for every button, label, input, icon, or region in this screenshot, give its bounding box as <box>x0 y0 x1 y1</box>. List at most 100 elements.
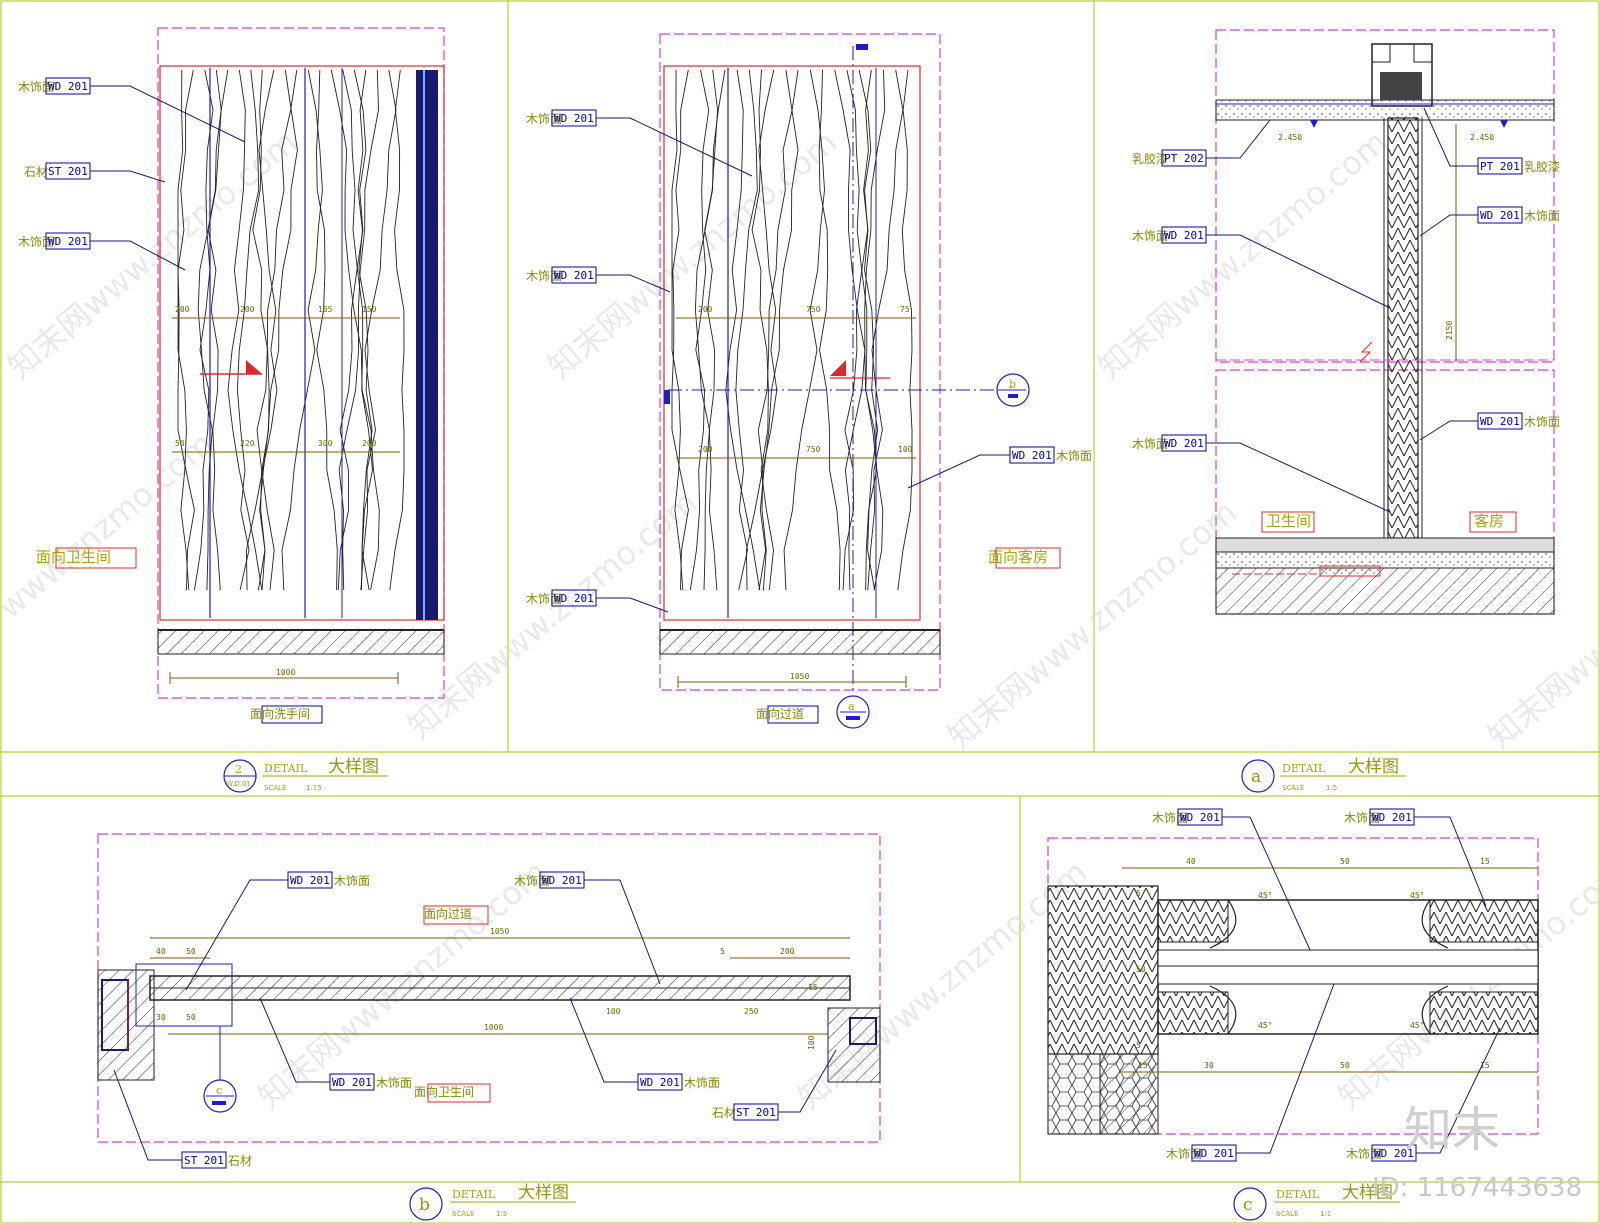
label-wd201: WD 201 木饰面 <box>185 871 370 991</box>
section-callout-b: b <box>996 373 1030 407</box>
svg-text:WD 201: WD 201 <box>1180 811 1220 824</box>
elevation-wash-panel: 200 200 165 150 50 220 300 200 1000 木饰面 … <box>18 27 445 724</box>
wood-grain-line <box>689 69 710 591</box>
wood-grain-line <box>694 69 726 591</box>
svg-text:1:1: 1:1 <box>1320 1210 1331 1218</box>
detail-c-panel: 40 50 15 15 30 50 15 5 50 5 45° 45° 45° … <box>1047 808 1539 1162</box>
svg-text:WD 201: WD 201 <box>48 235 88 248</box>
svg-text:木饰面: 木饰面 <box>1524 415 1560 429</box>
svg-text:150: 150 <box>362 305 377 314</box>
wood-grain-line <box>897 69 913 591</box>
svg-text:DETAIL: DETAIL <box>1282 762 1326 775</box>
svg-text:50: 50 <box>186 947 196 956</box>
plan-b-panel: 1050 40 50 5 200 30 50 1000 100 250 15 1… <box>97 833 881 1169</box>
wood-grain-line <box>337 69 367 591</box>
svg-text:2.450: 2.450 <box>1470 133 1494 142</box>
wood-grain-line <box>725 69 761 591</box>
label-wd201: 木饰面 WD 201 <box>1132 434 1391 513</box>
svg-text:木饰面: 木饰面 <box>684 1076 720 1090</box>
svg-text:a: a <box>848 700 855 713</box>
brand-logo: 知末 <box>1404 1102 1500 1158</box>
svg-text:PT 202: PT 202 <box>1164 152 1204 165</box>
svg-text:木饰面: 木饰面 <box>526 592 562 606</box>
wood-grain-line <box>177 69 195 591</box>
svg-text:木饰面: 木饰面 <box>1524 209 1560 223</box>
svg-text:200: 200 <box>362 439 377 448</box>
svg-text:1050: 1050 <box>790 672 809 681</box>
watermark: 知末网www.znzmo.com <box>941 493 1245 756</box>
watermark: 知末网www.znzmo.com <box>401 483 705 746</box>
svg-text:100: 100 <box>898 445 913 454</box>
svg-text:DETAIL: DETAIL <box>264 762 308 775</box>
svg-text:100: 100 <box>606 1007 621 1016</box>
svg-text:2.450: 2.450 <box>1278 133 1302 142</box>
wood-grain-line <box>735 69 758 591</box>
wood-grain-line <box>704 69 719 591</box>
label-pt202: 乳胶漆 PT 202 <box>1132 119 1271 167</box>
wood-grain-line <box>197 69 229 591</box>
svg-text:木饰面: 木饰面 <box>1344 811 1380 825</box>
svg-text:木饰面: 木饰面 <box>1166 1147 1202 1161</box>
svg-text:大样图: 大样图 <box>328 757 379 777</box>
wood-grain-line <box>207 69 222 591</box>
wood-grain-line <box>330 69 380 591</box>
wood-grain-line <box>844 69 886 591</box>
wood-grain-line <box>360 69 397 591</box>
wood-grain-line <box>757 69 799 591</box>
label-wd201-right: WD 201 木饰面 <box>907 446 1092 489</box>
label-wd201: 木饰面 WD 201 <box>18 77 246 143</box>
svg-text:SCALE: SCALE <box>264 784 286 792</box>
svg-text:15: 15 <box>1480 857 1490 866</box>
wood-grain-line <box>751 69 774 591</box>
svg-text:WD 201: WD 201 <box>1012 449 1052 462</box>
svg-text:ST 201: ST 201 <box>736 1106 776 1119</box>
svg-text:ST 201: ST 201 <box>48 165 88 178</box>
svg-text:木饰面: 木饰面 <box>18 235 54 249</box>
svg-text:40: 40 <box>156 947 166 956</box>
svg-text:乳胶漆: 乳胶漆 <box>1524 159 1560 174</box>
label-st201: 石材 ST 201 <box>712 1049 837 1121</box>
room-label: 面向客房 <box>988 548 1048 566</box>
svg-text:165: 165 <box>318 305 333 314</box>
svg-text:b: b <box>1009 378 1016 391</box>
svg-text:750: 750 <box>806 305 821 314</box>
label-st201: ST 201 石材 <box>113 1069 252 1169</box>
svg-text:WD 201: WD 201 <box>640 1076 680 1089</box>
svg-text:DETAIL: DETAIL <box>452 1188 496 1201</box>
room-label: 面向卫生间 <box>36 548 111 566</box>
label-wd201: 木饰面 WD 201 <box>514 871 661 985</box>
svg-text:木饰面: 木饰面 <box>1132 437 1168 451</box>
svg-text:30: 30 <box>156 1013 166 1022</box>
svg-text:WD 201: WD 201 <box>554 592 594 605</box>
svg-text:b: b <box>419 1195 430 1215</box>
svg-text:WD 201: WD 201 <box>332 1076 372 1089</box>
svg-text:200: 200 <box>175 305 190 314</box>
watermark: www.znzmo.com <box>0 425 221 627</box>
svg-text:WD 201: WD 201 <box>1480 209 1520 222</box>
svg-text:SCALE: SCALE <box>452 1210 474 1218</box>
svg-text:1000: 1000 <box>276 668 295 677</box>
wood-grain-line <box>867 69 904 591</box>
svg-text:WD 201: WD 201 <box>48 80 88 93</box>
svg-text:木饰面: 木饰面 <box>1132 229 1168 243</box>
label-wd201: 木饰面 WD 201 <box>526 589 669 613</box>
svg-text:50: 50 <box>1136 965 1146 974</box>
svg-text:WD 201: WD 201 <box>542 874 582 887</box>
room-label: 卫生间 <box>1266 512 1311 530</box>
svg-text:DETAIL: DETAIL <box>1276 1188 1320 1201</box>
svg-text:2150: 2150 <box>1445 321 1454 340</box>
wood-grain-line <box>252 69 275 591</box>
label-wd201: 木饰面 WD 201 <box>526 266 671 293</box>
label-wd201: 木饰面 WD 201 <box>1132 226 1391 309</box>
title-block-b: b DETAIL 大样图 SCALE 1:5 <box>409 1183 576 1221</box>
svg-text:木饰面: 木饰面 <box>1056 449 1092 463</box>
svg-text:200: 200 <box>240 305 255 314</box>
elevation-corridor-panel: 200 750 75 200 750 100 1050 a b 木饰面 <box>526 33 1092 729</box>
svg-text:乳胶漆: 乳胶漆 <box>1132 151 1168 166</box>
svg-text:30: 30 <box>1204 1061 1214 1070</box>
svg-text:15: 15 <box>1138 1061 1148 1070</box>
svg-text:WD 201: WD 201 <box>1164 229 1204 242</box>
svg-text:50: 50 <box>1340 857 1350 866</box>
label-wd201: 木饰面 WD 201 <box>18 232 186 271</box>
